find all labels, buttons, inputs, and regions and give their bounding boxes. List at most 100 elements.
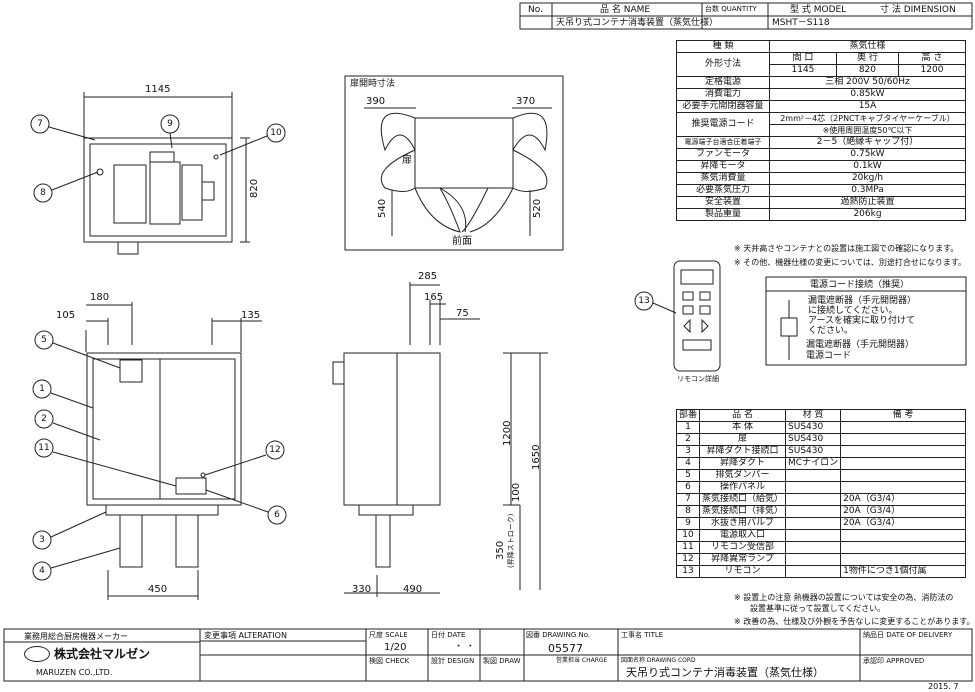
note-top: ※ 天井高さやコンテナとの設置は施工図での確認になります。 (734, 244, 959, 253)
callout-13: 13 (638, 296, 650, 306)
dim-1200: 1200 (502, 420, 513, 446)
draw-label: 製図 DRAW (483, 657, 521, 665)
spec-value: ※使用周囲温度50℃以下 (769, 124, 966, 137)
scale-label: 尺度 SCALE (369, 631, 408, 639)
door-open-box (344, 75, 564, 251)
title-label: 工事名 TITLE (621, 631, 664, 639)
note-bottom: ※ 設置上の注意 熱機器の設置については安全の為、消防法の (734, 593, 954, 602)
dims-value: 1200 (897, 64, 967, 77)
dim-180: 180 (90, 292, 110, 303)
callout-2: 2 (41, 414, 47, 424)
callout-8: 8 (40, 188, 46, 198)
spec-value: 0.85kW (769, 88, 966, 101)
spec-value: 20kg/h (769, 172, 966, 185)
design-label: 設計 DESIGN (431, 657, 475, 665)
dims-header: 奥 行 (835, 52, 899, 65)
dim-100: 100 (511, 482, 522, 502)
drawing-name-label: 図面名称 DRAWING CORD (621, 657, 696, 664)
company-name: 株式会社マルゼン (54, 647, 151, 661)
callout-7: 7 (37, 119, 43, 129)
door-label: 扉 (402, 155, 412, 166)
spec-outer-label: 外形寸法 (676, 52, 770, 77)
note-bottom: ※ 改善の為、仕様及び外観を予告なしに変更することがあります。 (734, 617, 975, 626)
product-name: 天吊り式コンテナ消毒装置（蒸気仕様） (556, 18, 719, 28)
note-top: ※ その他、機器仕様の変更については、別途打合せになります。 (734, 258, 967, 267)
callout-11: 11 (38, 443, 50, 453)
spec-value: 15A (769, 100, 966, 113)
callout-6: 6 (274, 510, 280, 520)
header-name-label: 品 名 NAME (600, 5, 651, 15)
company-name-en: MARUZEN CO.,LTD. (36, 668, 113, 677)
door-box-title: 扉開時寸法 (350, 79, 396, 89)
dim-370: 370 (516, 96, 536, 107)
power-line: アースを確実に取り付けて (808, 316, 916, 326)
spec-label: 製品重量 (676, 208, 770, 221)
spec-type-label: 種 類 (676, 40, 770, 53)
dim-520: 520 (532, 198, 543, 218)
drawing-no-label: 図番 DRAWING No. (526, 631, 591, 639)
spec-value: 過熱防止装置 (769, 196, 966, 209)
label-breaker: 漏電遮断器（手元開閉器） (806, 340, 915, 350)
power-line: 漏電遮断器（手元開閉器） (808, 296, 917, 306)
spec-value: 206kg (769, 208, 966, 221)
spec-value: 2mm²－4芯（2PNCTキャブタイヤーケーブル） (769, 112, 966, 125)
callout-3: 3 (39, 535, 45, 545)
dim-75: 75 (456, 308, 469, 319)
model-number: MSHT－S118 (772, 18, 830, 28)
company-logo-icon (24, 646, 50, 662)
dim-285: 285 (418, 271, 438, 282)
callout-9: 9 (167, 119, 173, 129)
header-no-label: No. (528, 5, 543, 15)
spec-value: 2－5（絶縁キャップ付） (769, 136, 966, 149)
footer-date: 2015. 7 (928, 682, 959, 691)
spec-label: 必要蒸気圧力 (676, 184, 770, 197)
top-depth-dim: 820 (249, 178, 260, 198)
check-label: 検図 CHECK (369, 657, 410, 665)
spec-value: 0.75kW (769, 148, 966, 161)
header-qty-label: 台数 QUANTITY (705, 5, 757, 13)
dims-header: 高 さ (897, 52, 967, 65)
spec-value: 0.1kW (769, 160, 966, 173)
remote-caption: リモコン詳細 (677, 375, 719, 383)
alteration-label: 変更事項 ALTERATION (204, 631, 287, 640)
spec-label: ファンモータ (676, 148, 770, 161)
header-dim-label: 寸 法 DIMENSION (880, 5, 956, 15)
side-view (332, 282, 548, 597)
remote-control (673, 260, 721, 372)
note-bottom: 設置基準に従って設置してください。 (750, 604, 886, 613)
dim-390: 390 (366, 96, 386, 107)
stroke-label: (昇降ストローク) (507, 513, 515, 568)
power-line: ください。 (808, 326, 854, 336)
label-cord: 電源コード (806, 351, 852, 361)
dim-350: 350 (495, 540, 506, 560)
delivery-label: 納品日 DATE OF DELIVERY (863, 631, 953, 639)
approved-label: 承認印 APPROVED (863, 657, 925, 665)
spec-label: 必要手元開閉器容量 (676, 100, 770, 113)
power-line: に接続してください。 (808, 306, 898, 316)
dim-450: 450 (148, 584, 168, 595)
parts-header: 部番 (675, 409, 701, 422)
dim-135: 135 (241, 310, 261, 321)
dim-490: 490 (403, 584, 423, 595)
dims-header: 間 口 (769, 52, 837, 65)
spec-label: 推奨電源コード (676, 112, 770, 137)
spec-label: 消費電力 (676, 88, 770, 101)
top-view (83, 92, 250, 255)
callout-10: 10 (270, 128, 282, 138)
date-label: 日付 DATE (431, 631, 466, 639)
parts-header: 品 名 (699, 409, 787, 422)
drawing-name: 天吊り式コンテナ消毒装置（蒸気仕様） (626, 666, 824, 679)
